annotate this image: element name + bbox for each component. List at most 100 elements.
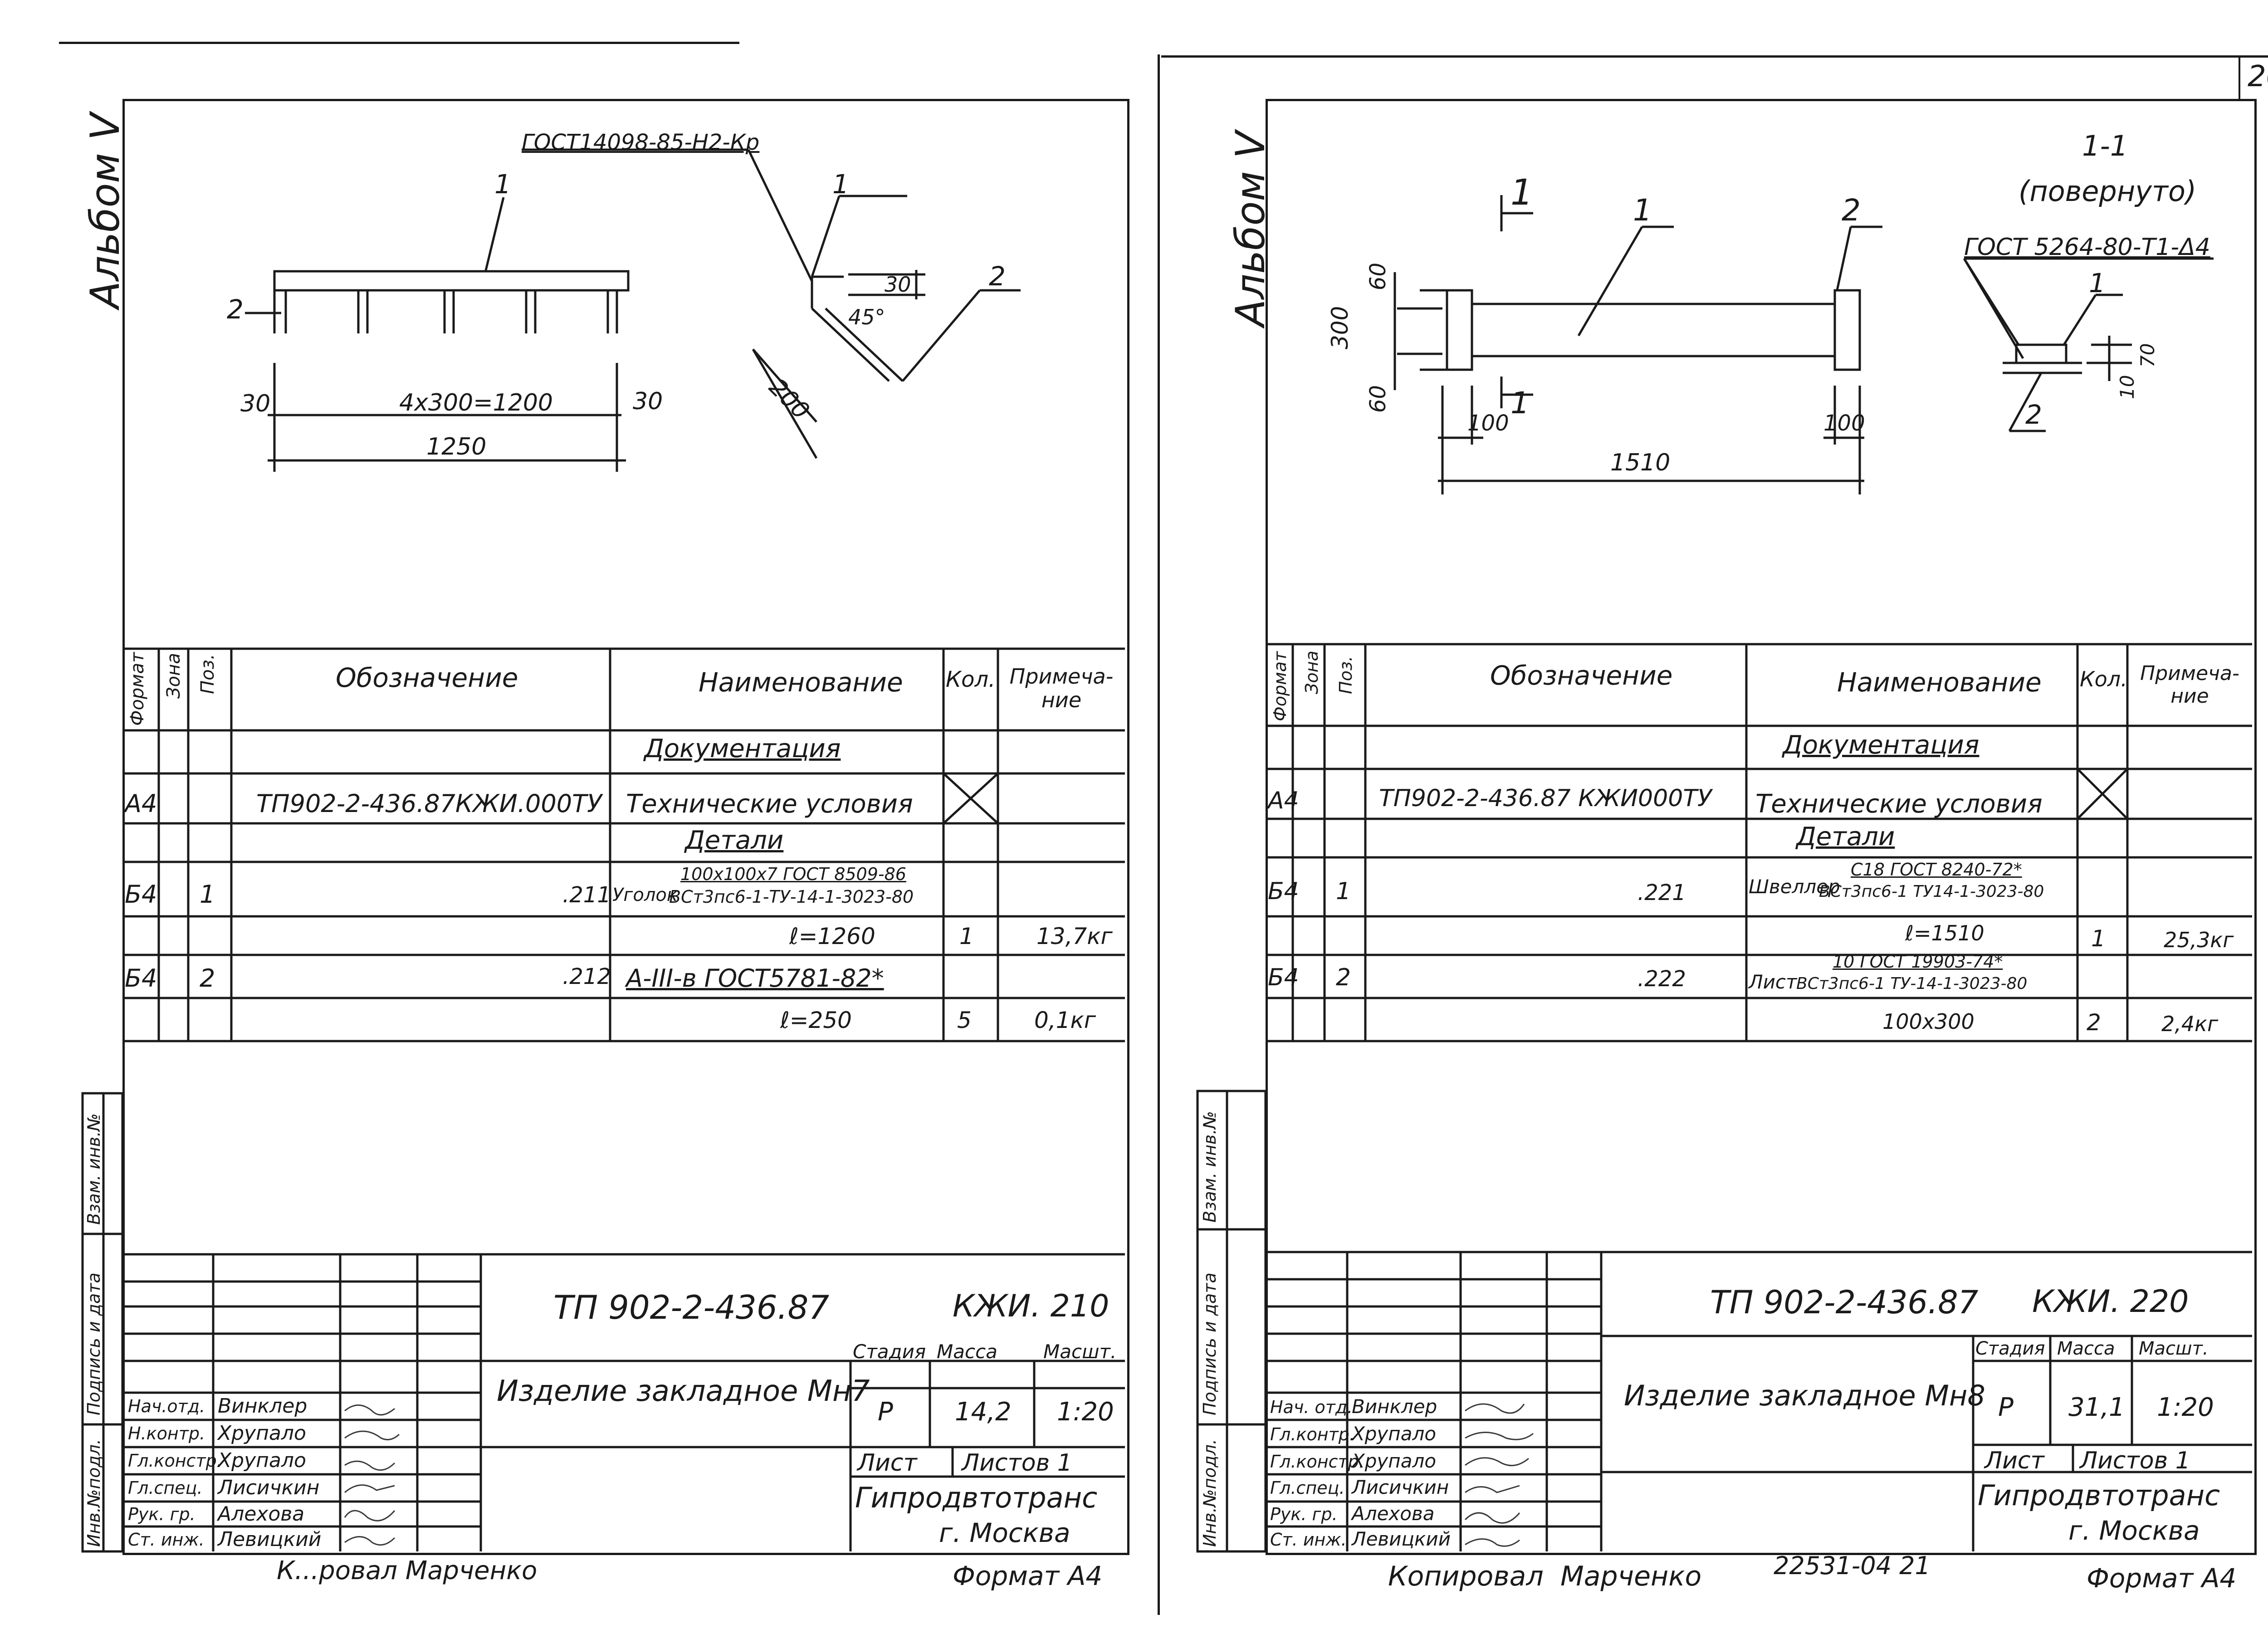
right-tb-mark: КЖИ. 220	[2032, 1284, 2189, 1320]
right-row1-name-bottom: ВСт3пс6-1 ТУ14-1-3023-80	[1819, 882, 2044, 901]
left-pos2-label: 2	[227, 294, 244, 325]
left-tb-item: Изделие закладное Мн7	[497, 1375, 870, 1408]
right-role-2: Гл.констр.	[1270, 1452, 1364, 1472]
left-row1-prefix: Уголок	[612, 885, 678, 905]
right-tb-stage-label: Стадия	[1975, 1338, 2045, 1359]
left-dim-total: 1250	[426, 433, 487, 460]
right-row2-pos: 2	[1336, 964, 1351, 991]
left-doc-designation: ТП902-2-436.87КЖИ.000ТУ	[256, 789, 602, 818]
left-role-1: Н.контр.	[128, 1424, 205, 1443]
right-sheet-number-divider	[2239, 57, 2240, 100]
right-section-mark2: 1	[1510, 386, 1530, 421]
right-name-0: Винклер	[1352, 1395, 1437, 1418]
right-tb-mass-label: Масса	[2057, 1338, 2115, 1359]
right-row1-prefix: Швеллер	[1749, 876, 1840, 898]
right-frame	[1266, 99, 2257, 1555]
right-row1-pos: 1	[1336, 878, 1351, 905]
left-row1b-note: 13,7кг	[1036, 923, 1113, 949]
left-pos1b-label: 1	[832, 169, 849, 200]
left-row2-format: Б4	[125, 964, 157, 993]
left-pos2b-label: 2	[989, 261, 1006, 292]
right-sheet-number: 20	[2248, 60, 2268, 93]
right-section-parts: Детали	[1796, 822, 1895, 851]
left-tb-mass: 14,2	[955, 1397, 1012, 1427]
left-row2-name: А-III-в ГОСТ5781-82*	[626, 964, 884, 993]
right-header-designation: Обозначение	[1490, 660, 1673, 691]
scan-edge-line	[59, 42, 739, 44]
right-row2b-note: 2,4кг	[2161, 1012, 2219, 1036]
left-role-5: Ст. инж.	[128, 1530, 205, 1550]
left-row1-designation: .211	[562, 882, 611, 908]
right-section-sub: (повернуто)	[2019, 175, 2197, 208]
right-name-3: Лисичкин	[1352, 1476, 1449, 1498]
right-row1b-qty: 1	[2091, 925, 2106, 952]
left-row2-designation: .212	[562, 964, 611, 989]
left-tb-code: ТП 902-2-436.87	[553, 1288, 830, 1326]
right-header-note: Примеча-ние	[2140, 662, 2239, 708]
left-tb-mass-label: Масса	[937, 1340, 997, 1363]
right-name-1: Хрупало	[1352, 1423, 1437, 1445]
right-tb-scale: 1:20	[2157, 1393, 2214, 1422]
right-format: Формат А4	[2087, 1563, 2237, 1594]
left-dim-30b: 30	[633, 388, 663, 415]
right-dim-1510: 1510	[1610, 449, 1671, 476]
left-tb-scale-label: Масшт.	[1043, 1340, 1117, 1363]
right-row2-name-bottom: ВСт3пс6-1 ТУ-14-1-3023-80	[1796, 974, 2028, 993]
right-dim-100b: 100	[1823, 411, 1865, 436]
left-dim-span: 4х300=1200	[399, 389, 553, 416]
right-row2-prefix: Лист	[1749, 971, 1797, 993]
left-dim-angle: 45°	[848, 305, 885, 329]
right-role-3: Гл.спец.	[1270, 1478, 1345, 1498]
right-name-5: Левицкий	[1352, 1528, 1451, 1550]
left-row1b-name: ℓ=1260	[789, 923, 875, 949]
right-tb-mass: 31,1	[2068, 1393, 2125, 1422]
left-side-strip	[81, 1092, 124, 1553]
left-name-1: Хрупало	[218, 1422, 306, 1445]
left-header-designation: Обозначение	[336, 662, 518, 693]
left-role-4: Рук. гр.	[128, 1504, 196, 1524]
left-section-docs: Документация	[644, 734, 841, 763]
right-row2-designation: .222	[1637, 966, 1686, 992]
left-doc-format: А4	[125, 789, 157, 818]
left-tb-stage: Р	[878, 1397, 893, 1427]
left-format: Формат А4	[953, 1561, 1103, 1591]
left-tb-mark: КЖИ. 210	[953, 1288, 1110, 1324]
right-header-name: Наименование	[1837, 667, 2042, 698]
scan-fold-line	[1158, 54, 1160, 1615]
left-tb-scale: 1:20	[1057, 1397, 1114, 1427]
left-pos1-label: 1	[494, 169, 511, 200]
right-tb-org: Гипродвтотранс	[1978, 1479, 2220, 1512]
left-row2b-qty: 5	[957, 1007, 972, 1033]
left-row1-name-top: 100х100х7 ГОСТ 8509-86	[680, 864, 906, 884]
right-row1-name-top: С18 ГОСТ 8240-72*	[1851, 860, 2022, 880]
right-section-mark: 1	[1510, 172, 1533, 213]
left-spec-table-grid	[122, 647, 1125, 1042]
right-spec-table-grid	[1266, 643, 2252, 1042]
left-name-3: Лисичкин	[218, 1476, 320, 1499]
right-elevation-drawing	[1393, 195, 2214, 494]
right-pos2b-label: 2	[2025, 399, 2042, 430]
left-row1-name-bottom: ВСт3пс6-1-ТУ-14-1-3023-80	[669, 887, 914, 907]
right-section-title: 1-1	[2082, 129, 2128, 162]
right-doc-format: А4	[1268, 787, 1299, 814]
left-role-2: Гл.констр.	[128, 1451, 222, 1471]
left-frame	[122, 99, 1129, 1555]
left-row1-pos: 1	[200, 880, 215, 909]
left-title-block-grid	[122, 1253, 1125, 1551]
right-tb-sheet-label: Лист	[1984, 1447, 2044, 1474]
left-dim-30a: 30	[240, 390, 271, 417]
right-role-0: Нач. отд.	[1270, 1397, 1353, 1417]
left-copied: К...ровал Марченко	[277, 1556, 538, 1585]
left-header-note: Примеча-ние	[1009, 664, 1114, 712]
left-tb-org: Гипродвтотранс	[855, 1481, 1098, 1514]
right-name-2: Хрупало	[1352, 1450, 1437, 1472]
right-archive-number: 22531-04 21	[1774, 1551, 1931, 1580]
left-role-0: Нач.отд.	[128, 1396, 205, 1416]
left-header-name: Наименование	[699, 667, 903, 698]
right-section-docs: Документация	[1783, 730, 1980, 760]
right-doc-name: Технические условия	[1755, 789, 2043, 819]
left-tb-city: г. Москва	[939, 1517, 1070, 1548]
right-tb-city: г. Москва	[2068, 1515, 2200, 1546]
